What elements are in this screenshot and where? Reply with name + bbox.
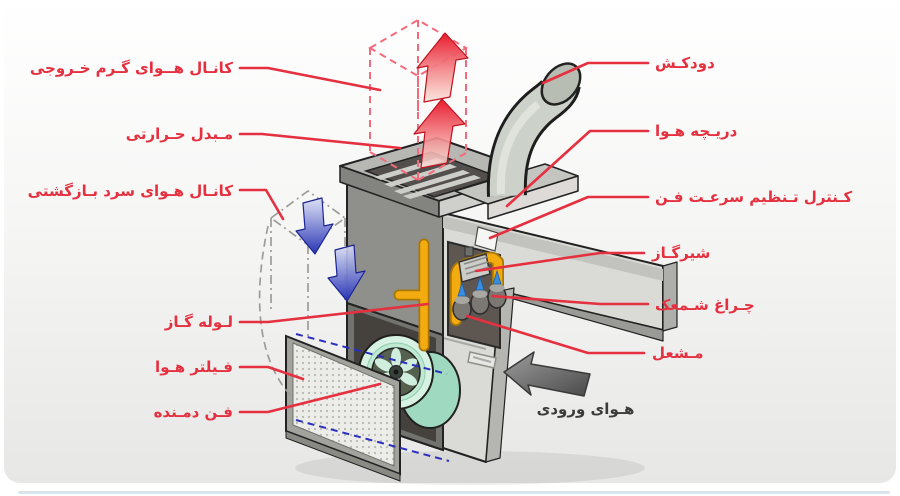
label-inlet-air: هـوای ورودی: [536, 400, 635, 418]
cold-air-arrows-icon: [295, 197, 366, 302]
door-handle: [467, 351, 497, 369]
label-chimney: دودکـش: [655, 54, 715, 72]
label-hot-air-duct: کانـال هــوای گـرم خـروجی: [29, 59, 233, 77]
leader-air-vent: [505, 129, 650, 208]
chimney-pipe: [486, 62, 582, 197]
leader-lines: [238, 61, 650, 414]
burner-compartment: [447, 240, 507, 350]
bottom-divider: [18, 491, 890, 494]
label-gas-pipe: لـوله گـاز: [164, 313, 233, 331]
leader-fan-speed-control: [488, 195, 650, 240]
leader-chimney: [541, 61, 650, 85]
leader-blower-fan: [238, 382, 382, 414]
leader-gas-valve: [474, 251, 646, 273]
label-pilot-light: چـراغ شـمعک: [655, 296, 755, 314]
intake-air-arrow-icon: [503, 351, 591, 397]
gas-valve-unit: [458, 246, 491, 283]
supply-duct-outline: [368, 18, 468, 181]
label-air-filter: فـیلتر هـوا: [155, 358, 233, 376]
gas-pipe-icon: [393, 238, 430, 352]
leader-gas-pipe: [238, 302, 430, 324]
label-blower-fan: فـن دمـنده: [153, 403, 233, 421]
air-vent-slot: [474, 226, 499, 252]
leader-air-filter: [238, 365, 305, 381]
burners: [452, 284, 507, 321]
label-fan-speed-control: کـنترل تـنظیم سرعـت فـن: [655, 188, 853, 206]
leader-cold-return-duct: [238, 188, 285, 221]
leader-pilot-light: [490, 294, 650, 306]
label-burner: مـشعل: [652, 344, 704, 362]
airflow-path-lines: [295, 333, 450, 462]
leader-hot-air-duct: [238, 66, 382, 92]
hot-air-arrows-icon: [413, 32, 469, 169]
label-cold-return-duct: کانـال هـوای سرد بـازگشتی: [27, 182, 233, 200]
pilot-flames-icon: [457, 269, 502, 297]
label-air-vent: دریـچه هـوا: [655, 122, 738, 140]
label-heat-exchanger: مـبدل حـرارتی: [125, 125, 233, 143]
leader-heat-exchanger: [238, 132, 402, 150]
leader-burner: [465, 314, 646, 355]
air-filter-panel: [285, 334, 401, 482]
label-gas-valve: شیرگـاز: [652, 244, 711, 262]
